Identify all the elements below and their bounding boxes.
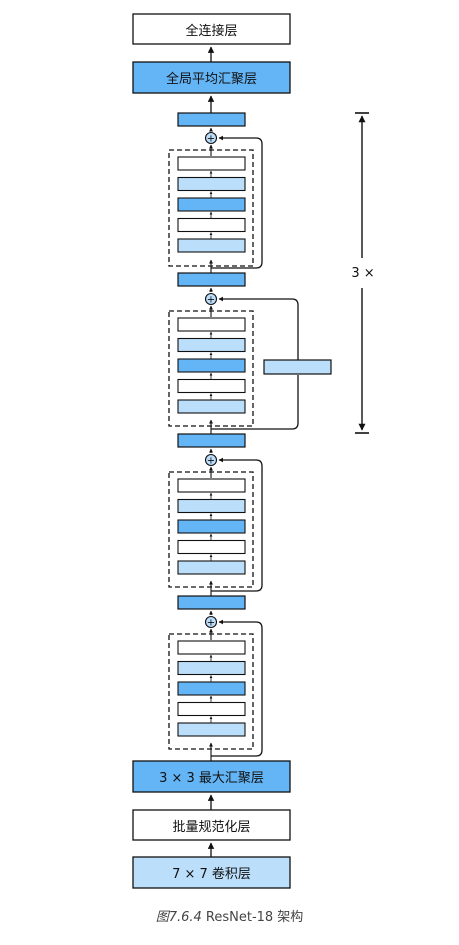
- repeat-count-label: 3 ×: [340, 259, 386, 287]
- addition-node: [204, 615, 218, 629]
- stage-output-bar: [177, 433, 246, 448]
- addition-node: [204, 453, 218, 467]
- figure-title: ResNet-18 架构: [205, 910, 304, 925]
- repeat-bracket: [355, 112, 369, 434]
- addition-node: [204, 131, 218, 145]
- plus-sign: +: [207, 456, 215, 467]
- addition-node: [204, 292, 218, 306]
- fully-connected-layer-box: [132, 13, 291, 45]
- projection-skip-lower: [211, 375, 299, 430]
- projection-skip-upper: [218, 296, 299, 360]
- stage-output-bar: [177, 112, 246, 127]
- residual-inner-layer: [177, 156, 246, 171]
- figure-number: 图7.6.4: [155, 910, 202, 925]
- residual-inner-layer: [177, 498, 246, 514]
- residual-inner-layer: [177, 176, 246, 192]
- residual-inner-layer: [177, 399, 246, 414]
- residual-inner-layer: [177, 197, 246, 212]
- conv7x7-layer-box: [132, 856, 291, 889]
- residual-inner-layer: [177, 681, 246, 696]
- batch-norm-layer-box: [132, 809, 291, 841]
- residual-inner-layer: [177, 337, 246, 353]
- residual-inner-layer: [177, 701, 246, 717]
- max-pooling-layer-box: [132, 760, 291, 793]
- residual-inner-layer: [177, 560, 246, 575]
- residual-inner-layer: [177, 238, 246, 253]
- skip-connection: [211, 457, 263, 592]
- plus-sign: +: [207, 134, 215, 145]
- plus-sign: +: [207, 295, 215, 306]
- global-average-pooling-box: [132, 61, 291, 94]
- residual-inner-layer: [177, 358, 246, 373]
- residual-inner-layer: [177, 660, 246, 676]
- residual-inner-layer: [177, 539, 246, 555]
- residual-inner-layer: [177, 722, 246, 737]
- figure-caption: 图7.6.4 ResNet-18 架构: [0, 906, 459, 925]
- residual-inner-layer: [177, 478, 246, 493]
- stage-output-bar: [177, 272, 246, 287]
- residual-inner-layer: [177, 217, 246, 233]
- residual-inner-layer: [177, 519, 246, 534]
- stage-output-bar: [177, 595, 246, 610]
- plus-sign: +: [207, 618, 215, 629]
- residual-inner-layer: [177, 317, 246, 332]
- projection-conv-box: [263, 359, 332, 375]
- skip-connection: [211, 135, 263, 269]
- residual-inner-layer: [177, 378, 246, 394]
- skip-connection: [211, 619, 263, 757]
- residual-inner-layer: [177, 640, 246, 655]
